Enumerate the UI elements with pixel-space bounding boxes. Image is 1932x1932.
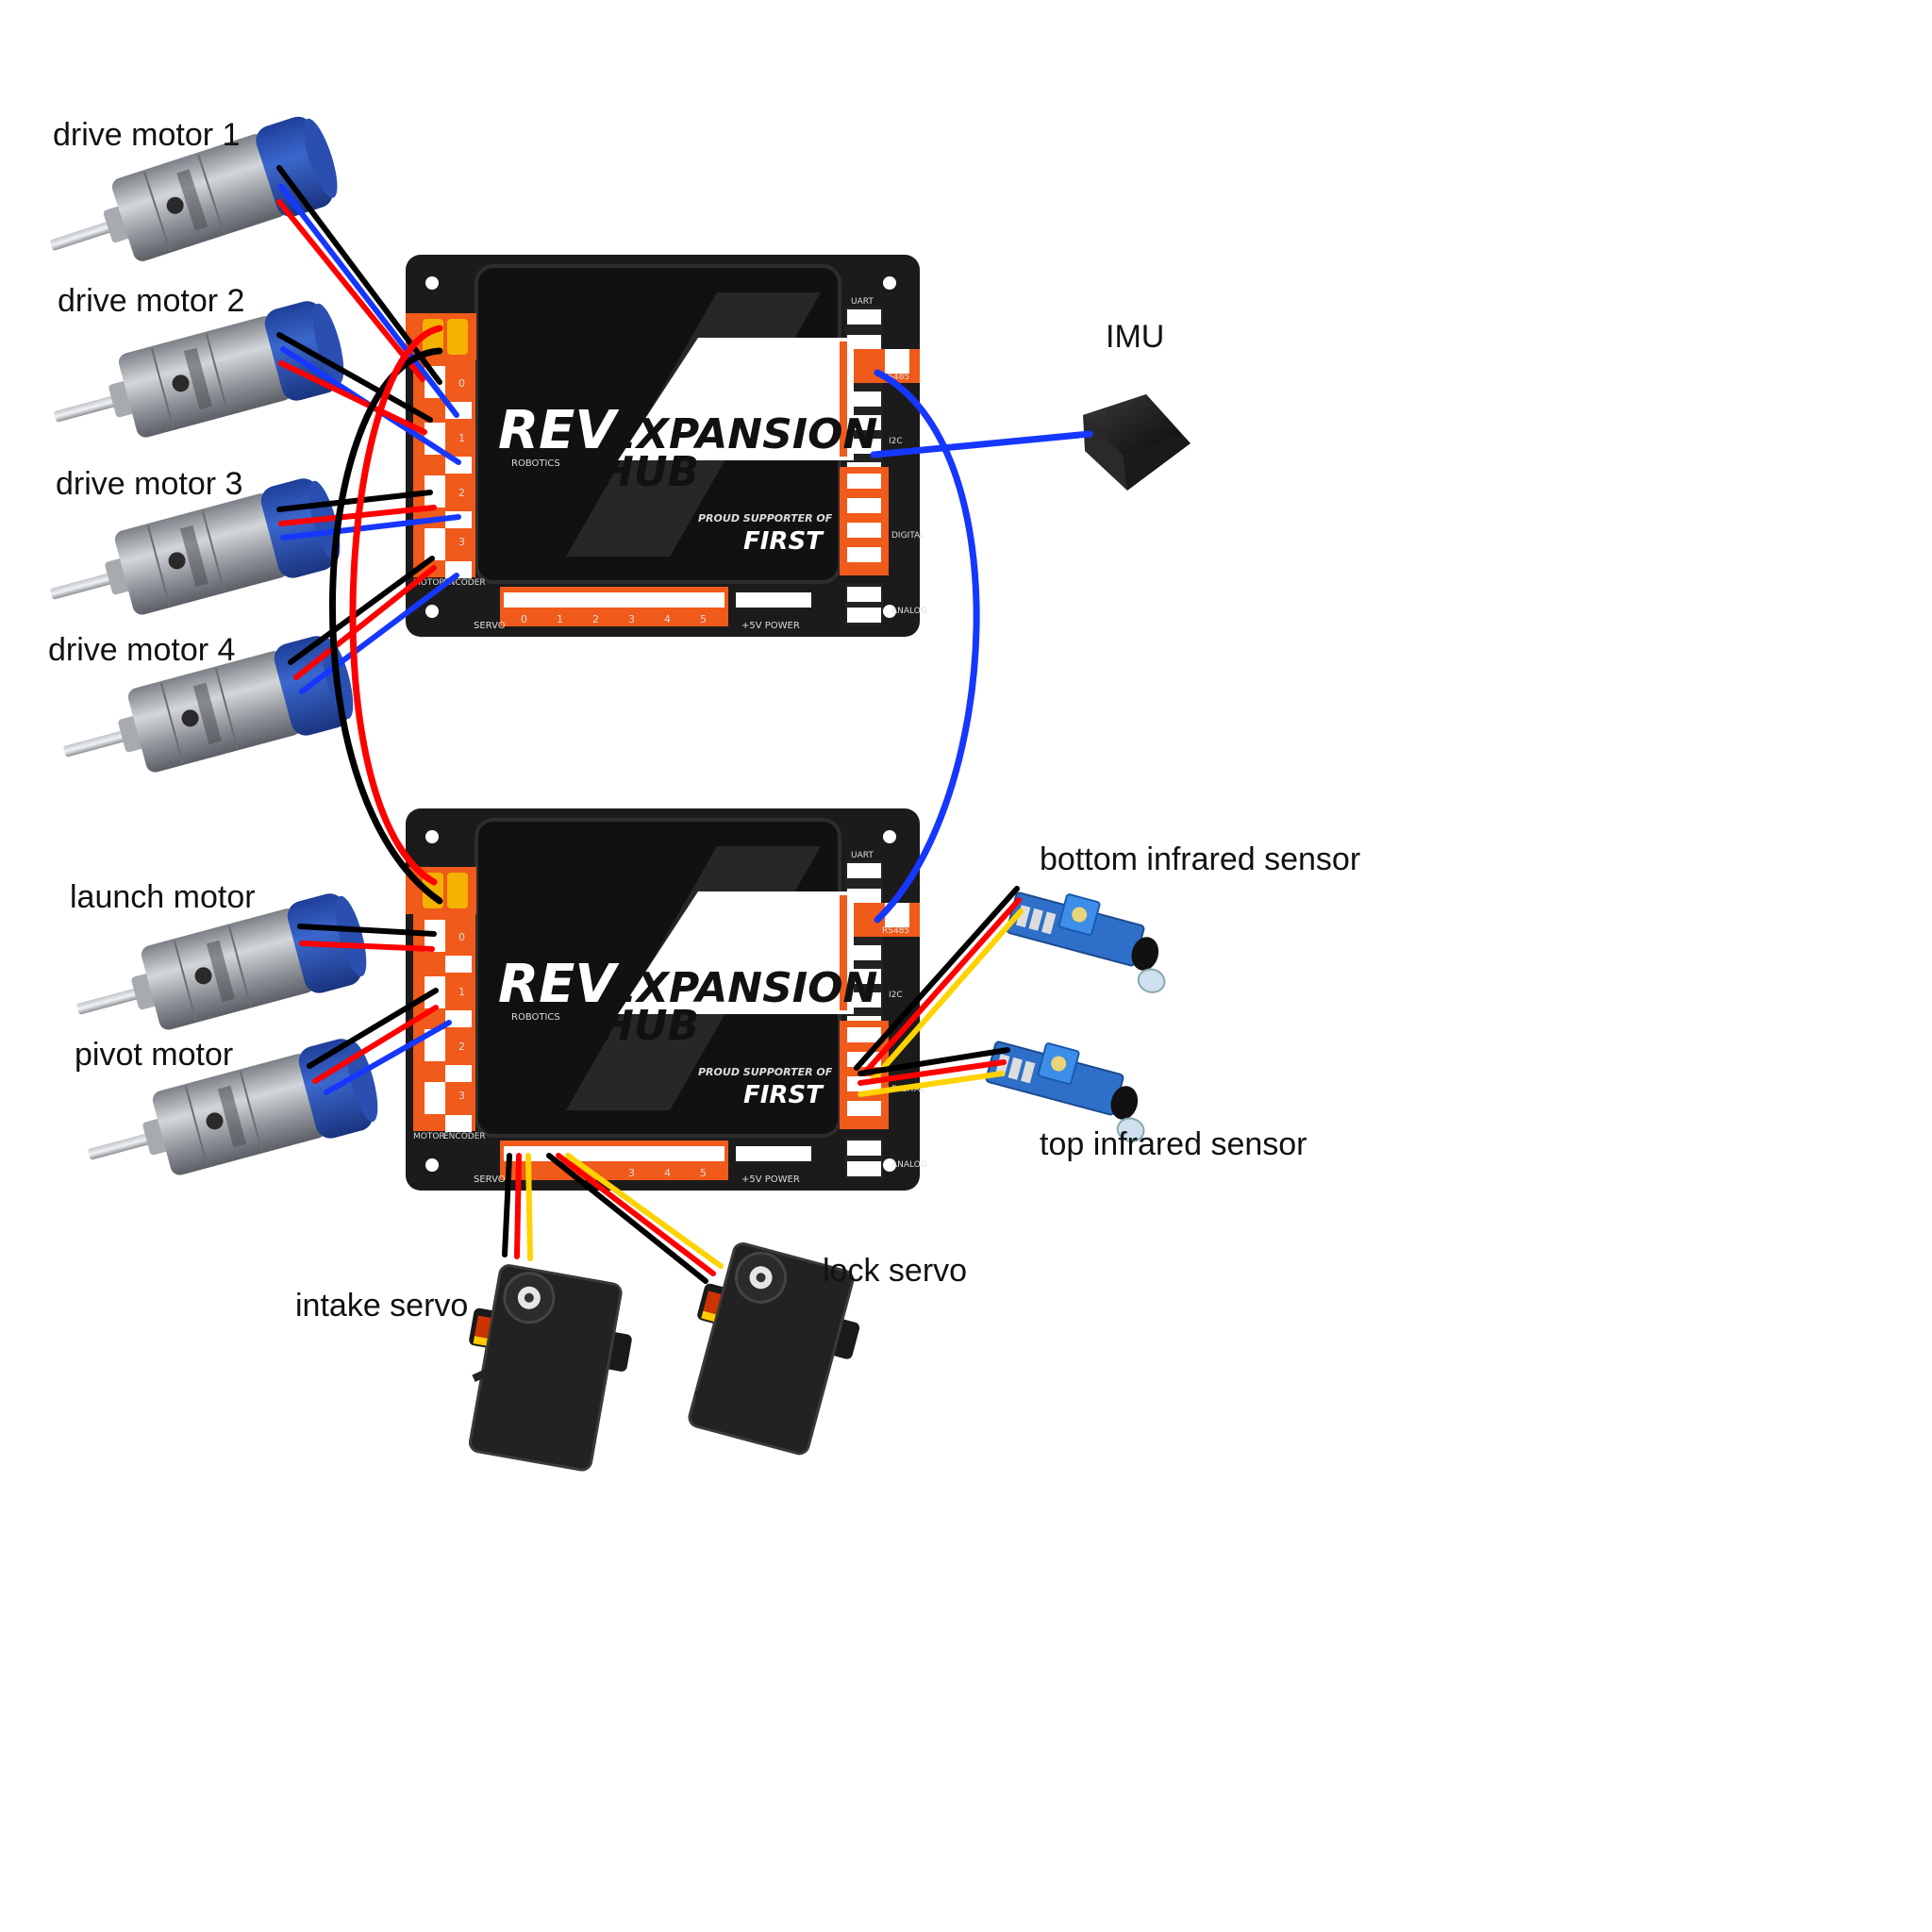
wires — [276, 165, 1093, 1284]
intake-servo-screw — [472, 1357, 513, 1382]
hub-top-motor-label: MOTOR — [413, 578, 445, 588]
hub-bottom-rs485-label: RS485 — [882, 926, 909, 936]
imu-chip — [1083, 394, 1191, 491]
hub-top-supporter: PROUD SUPPORTER OF — [698, 512, 833, 525]
hub-top-motor-port-0: 0 — [458, 377, 465, 390]
wire-rs485-blue — [874, 369, 980, 924]
wire-bottom-ir-yellow — [869, 908, 1024, 1084]
hub-top-rs485-label: RS485 — [882, 373, 909, 382]
hub-bottom-supporter: PROUD SUPPORTER OF — [698, 1066, 833, 1078]
wire-bottom-ir-black — [854, 886, 1020, 1071]
hub-top-servo-port-3: 3 — [628, 613, 635, 625]
wire-launch-red — [299, 941, 435, 952]
hub-bottom-motor-label: MOTOR — [413, 1132, 445, 1141]
wire-top-ir-black — [858, 1047, 1010, 1076]
hub-top-servo-port-2: 2 — [592, 613, 599, 625]
wire-launch-black — [297, 924, 437, 937]
hub-bottom-servo-port-4: 4 — [664, 1167, 671, 1179]
hub-top-title-line1: EXPANSION — [608, 410, 877, 458]
label-drive-motor-3: drive motor 3 — [56, 466, 242, 502]
label-drive-motor-1: drive motor 1 — [53, 117, 240, 153]
hub-bottom-motor-port-1: 1 — [458, 986, 465, 998]
hub-top-servo-port-4: 4 — [664, 613, 671, 625]
drive-motor-2 — [42, 294, 353, 464]
wire-pivot-blue — [324, 1020, 452, 1095]
hub-bottom-title-line2: HUB — [599, 1002, 699, 1050]
wire-dm4-red — [293, 565, 437, 680]
hub-bottom-encoder-label: ENCODER — [443, 1132, 486, 1141]
label-launch-motor: launch motor — [70, 879, 256, 915]
hub-top-motor-port-1: 1 — [458, 432, 465, 444]
wire-dm3-blue — [280, 514, 461, 541]
label-drive-motor-2: drive motor 2 — [58, 283, 244, 319]
wire-bottom-ir-red — [861, 897, 1022, 1076]
lock-servo-screw — [694, 1374, 736, 1399]
hub-bottom-servo-label: SERVO — [474, 1174, 506, 1185]
hub-top-title-line2: HUB — [599, 448, 699, 496]
hub-bottom-analog-label: ANALOG — [891, 1160, 927, 1170]
label-bottom-ir: bottom infrared sensor — [1040, 841, 1360, 877]
wire-lock-red — [556, 1153, 716, 1276]
wire-top-ir-yellow — [858, 1071, 1005, 1097]
wire-intake-yellow — [525, 1153, 533, 1261]
wire-dm1-blue — [278, 184, 459, 418]
label-lock-servo: lock servo — [823, 1253, 967, 1289]
hub-top-brand-sub: ROBOTICS — [511, 458, 560, 469]
hub-bottom-motor-port-2: 2 — [458, 1041, 465, 1053]
hub-bottom-brand-sub: ROBOTICS — [511, 1012, 560, 1023]
wire-dm4-blue — [299, 573, 459, 694]
hub-top-brand: REV — [498, 400, 620, 461]
hub-top-analog-label: ANALOG — [891, 607, 927, 616]
wire-dm2-red — [278, 360, 427, 435]
label-pivot-motor: pivot motor — [75, 1037, 233, 1073]
wire-power-red — [349, 325, 443, 886]
hub-bottom-uart-label: UART — [851, 851, 874, 860]
hub-bottom-first: FIRST — [743, 1081, 824, 1109]
hub-bottom-brand: REV — [498, 954, 620, 1015]
hub-top-motor-port-2: 2 — [458, 487, 465, 499]
hub-top-servo-port-1: 1 — [557, 613, 563, 625]
hub-top-servo-label: SERVO — [474, 621, 506, 631]
hub-top-i2c-label: I2C — [889, 437, 903, 446]
wire-dm2-black — [276, 332, 433, 423]
wire-dm4-black — [288, 556, 435, 665]
hub-top-uart-label: UART — [851, 297, 874, 307]
hub-bottom-servo-port-3: 3 — [628, 1167, 635, 1179]
wire-pivot-black — [307, 988, 439, 1069]
expansion-hub-bottom: REV ROBOTICS EXPANSION HUB PROUD SUPPORT… — [404, 807, 927, 1192]
hub-top-digital-label: DIGITAL — [891, 531, 924, 541]
label-top-ir: top infrared sensor — [1040, 1126, 1307, 1162]
hub-top-servo-port-5: 5 — [700, 613, 707, 625]
hub-bottom-i2c-label: I2C — [889, 991, 903, 1000]
hub-bottom-motor-port-0: 0 — [458, 931, 465, 943]
wire-dm3-black — [276, 490, 433, 512]
wire-pivot-red — [312, 1005, 439, 1084]
hub-top-motor-port-3: 3 — [458, 536, 465, 548]
wire-intake-black — [502, 1153, 512, 1257]
hub-bottom-power-label: +5V POWER — [741, 1174, 800, 1185]
wire-imu-blue — [870, 430, 1093, 458]
hub-top-first: FIRST — [743, 527, 824, 556]
hub-bottom-servo-port-5: 5 — [700, 1167, 707, 1179]
label-drive-motor-4: drive motor 4 — [48, 632, 235, 668]
wire-dm1-red — [276, 199, 425, 382]
hub-top-power-label: +5V POWER — [741, 621, 800, 631]
expansion-hub-top: REV ROBOTICS EXPANSION HUB PROUD SUPPORT… — [404, 253, 927, 639]
wire-intake-red — [514, 1153, 522, 1259]
hub-bottom-motor-port-3: 3 — [458, 1090, 465, 1102]
label-intake-servo: intake servo — [295, 1288, 468, 1324]
label-imu: IMU — [1106, 319, 1164, 355]
wire-lock-yellow — [565, 1153, 724, 1269]
wire-lock-black — [546, 1153, 708, 1284]
bottom-ir-sensor — [999, 880, 1182, 996]
intake-servo — [448, 1259, 642, 1476]
hub-top-encoder-label: ENCODER — [443, 578, 486, 588]
wire-top-ir-red — [858, 1059, 1007, 1086]
hub-bottom-title-line1: EXPANSION — [608, 964, 877, 1012]
hub-top-servo-port-0: 0 — [521, 613, 527, 625]
